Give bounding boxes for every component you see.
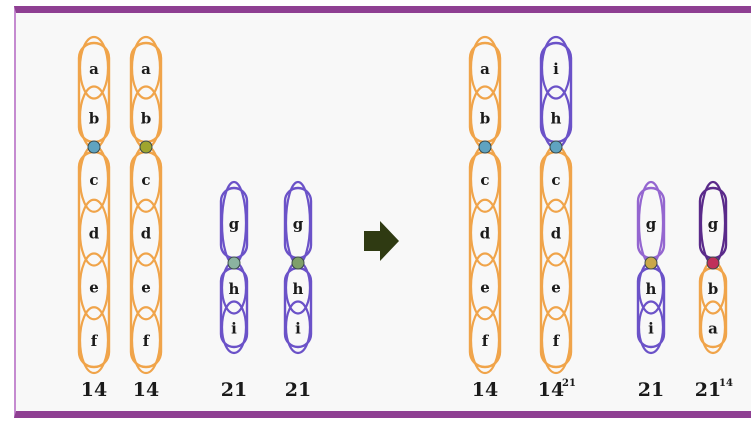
centromere-c21b — [291, 256, 305, 270]
band-label-d: d — [480, 225, 491, 243]
band-label-e: e — [551, 278, 561, 296]
band-label-a: a — [89, 60, 99, 78]
chromosome-label-c14a: 14 — [81, 379, 107, 401]
band-label-i: i — [553, 60, 559, 78]
chromosome-label-sup-c21t: 14 — [719, 378, 733, 389]
chromosome-label-c21b: 21 — [285, 379, 311, 401]
band-label-d: d — [141, 225, 152, 243]
band-label-b: b — [141, 109, 152, 127]
chromosome-label-c21a: 21 — [221, 379, 247, 401]
band-label-a: a — [708, 319, 718, 337]
band-label-d: d — [551, 225, 562, 243]
band-label-b: b — [480, 109, 491, 127]
band-label-g: g — [229, 215, 240, 233]
band-label-e: e — [89, 278, 99, 296]
band-label-h: h — [551, 109, 562, 127]
band-label-g: g — [708, 215, 719, 233]
band-label-f: f — [482, 332, 490, 350]
centromere-c14t — [549, 140, 563, 154]
right-arrow-icon — [364, 221, 399, 261]
band-label-f: f — [91, 332, 99, 350]
band-label-e: e — [480, 278, 490, 296]
chromosome-label-c14t: 14 — [538, 379, 564, 401]
band-label-a: a — [141, 60, 151, 78]
band-label-c: c — [551, 171, 560, 189]
band-label-b: b — [708, 280, 719, 298]
band-label-f: f — [143, 332, 151, 350]
centromere-c21c — [644, 256, 658, 270]
band-label-h: h — [229, 280, 240, 298]
centromere-c21t — [706, 256, 720, 270]
chromosome-label-sup-c14t: 21 — [562, 378, 576, 389]
centromere-c21a — [227, 256, 241, 270]
band-label-d: d — [89, 225, 100, 243]
chromosome-label-c14b: 14 — [133, 379, 159, 401]
band-label-b: b — [89, 109, 100, 127]
band-label-c: c — [480, 171, 489, 189]
band-label-f: f — [553, 332, 561, 350]
band-label-a: a — [480, 60, 490, 78]
centromere-c14c — [478, 140, 492, 154]
diagram-frame: a b c d e f 14 a b c d e f 14 g h i 21 g h i 21 a b c d e f 14 i h c d e f… — [14, 6, 751, 418]
chromosome-label-c21c: 21 — [638, 379, 664, 401]
translocation-diagram: a b c d e f 14 a b c d e f 14 g h i 21 g h i 21 a b c d e f 14 i h c d e f… — [77, 35, 733, 401]
chromosome-label-c21t: 21 — [695, 379, 721, 401]
band-label-g: g — [293, 215, 304, 233]
band-label-c: c — [141, 171, 150, 189]
centromere-c14b — [139, 140, 153, 154]
band-label-h: h — [293, 280, 304, 298]
band-label-e: e — [141, 278, 151, 296]
band-label-i: i — [648, 319, 654, 337]
chromosome-label-c14c: 14 — [472, 379, 498, 401]
band-label-c: c — [89, 171, 98, 189]
band-label-h: h — [646, 280, 657, 298]
band-label-i: i — [231, 319, 237, 337]
band-label-i: i — [295, 319, 301, 337]
centromere-c14a — [87, 140, 101, 154]
band-label-g: g — [646, 215, 657, 233]
